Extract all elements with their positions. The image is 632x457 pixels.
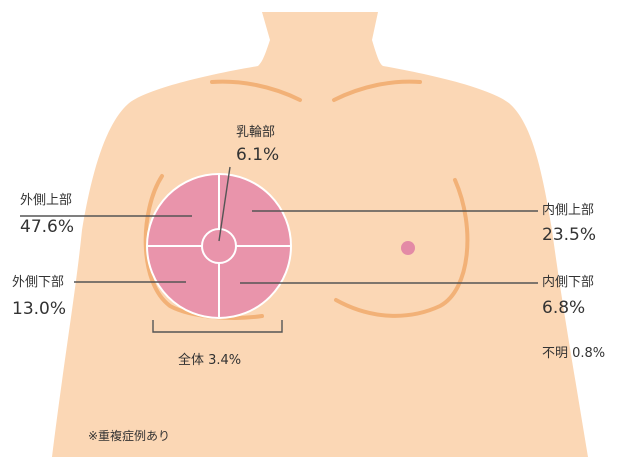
outer-lower-label: 外側下部 (12, 276, 64, 289)
inner-upper-value: 23.5% (542, 227, 596, 244)
outer-upper-label: 外側上部 (20, 194, 72, 207)
areola-circle (202, 229, 236, 263)
outer-lower-value: 13.0% (12, 301, 66, 318)
outer-upper-value: 47.6% (20, 219, 74, 236)
inner-lower-value: 6.8% (542, 300, 585, 317)
inner-upper-label: 内側上部 (542, 204, 594, 217)
quadrant-circle (147, 174, 291, 318)
unknown-label: 不明 0.8% (542, 347, 605, 360)
areola-value: 6.1% (236, 147, 279, 164)
areola-label: 乳輪部 (236, 126, 275, 139)
whole-label: 全体 3.4% (178, 354, 241, 367)
right-nipple (401, 241, 415, 255)
inner-lower-label: 内側下部 (542, 276, 594, 289)
torso-body (52, 12, 588, 457)
footnote: ※重複症例あり (88, 430, 170, 442)
